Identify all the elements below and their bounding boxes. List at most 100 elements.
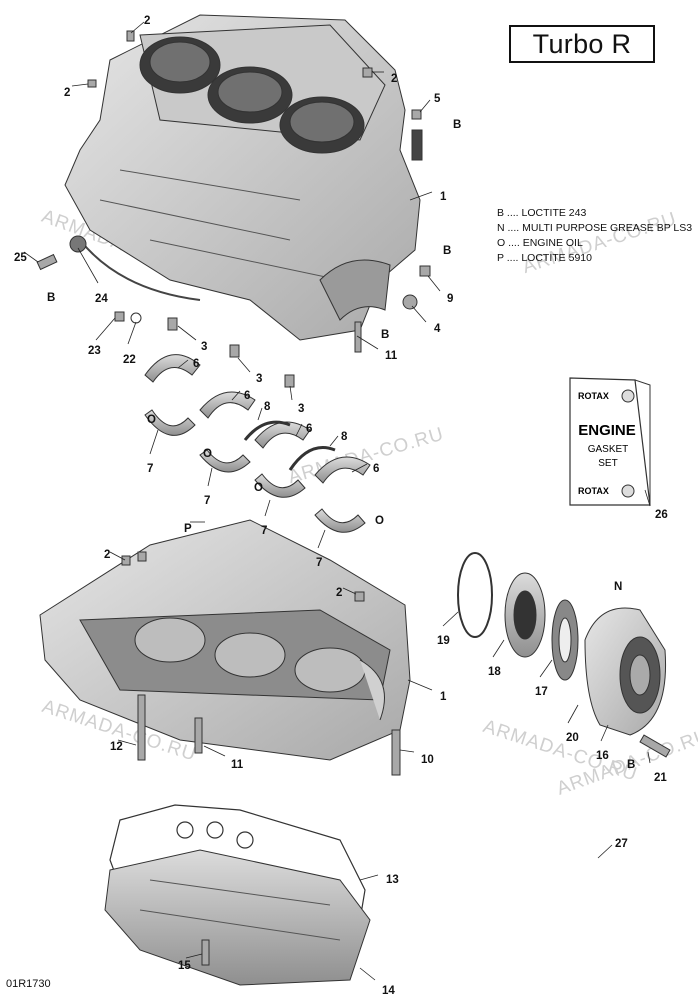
callout-label: 2	[64, 87, 70, 99]
legend: B .... LOCTITE 243 N .... MULTI PURPOSE …	[497, 206, 692, 266]
callout-label: 6	[306, 423, 312, 435]
callout-label: 7	[316, 557, 322, 569]
callout-leader-line	[356, 335, 379, 350]
model-title: Turbo R	[509, 25, 655, 63]
callout-label: B	[443, 245, 451, 257]
callout-leader-line	[237, 357, 251, 373]
callout-leader-line	[109, 551, 126, 561]
callout-leader-line	[95, 317, 116, 341]
callout-leader-line	[149, 429, 159, 455]
callout-leader-line	[264, 499, 271, 517]
callout-leader-line	[600, 724, 609, 742]
callout-label: 1	[440, 691, 447, 703]
callout-leader-line	[257, 407, 263, 421]
callout-label: 3	[298, 403, 304, 415]
gasket-line2: GASKET	[588, 444, 629, 455]
cylinder-block	[64, 14, 423, 341]
callout-label: 21	[654, 772, 667, 784]
thrust-washers	[243, 420, 336, 471]
callout-leader-line	[231, 390, 241, 401]
callout-leader-line	[23, 251, 39, 263]
callout-leader-line	[539, 659, 553, 678]
callout-label: 15	[178, 960, 191, 972]
diagram-code: 01R1730	[6, 978, 51, 990]
oil-pan	[104, 849, 371, 986]
callout-label: 12	[110, 741, 123, 753]
callout-leader-line	[644, 489, 651, 507]
gasket-brand-top: ROTAX	[578, 391, 609, 401]
callout-label: O	[254, 482, 263, 494]
callout-leader-line	[407, 679, 433, 691]
callout-label: 3	[256, 373, 262, 385]
callout-label: O	[375, 515, 384, 527]
rotax-logo-icon	[621, 484, 635, 498]
callout-label: N	[614, 581, 622, 593]
callout-leader-line	[207, 467, 213, 487]
callout-label: 4	[434, 323, 441, 335]
callout-label: 2	[104, 549, 110, 561]
callout-label: 7	[261, 525, 267, 537]
callout-label: 26	[655, 509, 668, 521]
callout-label: 20	[566, 732, 579, 744]
callout-label: B	[47, 292, 55, 304]
callout-leader-line	[359, 874, 379, 881]
callout-leader-line	[117, 739, 137, 746]
callout-label: 24	[95, 293, 108, 305]
callout-label: 18	[488, 666, 501, 678]
lower-crankcase	[39, 519, 411, 761]
callout-label: B	[453, 119, 461, 131]
callout-leader-line	[442, 611, 459, 627]
callout-label: 22	[123, 354, 136, 366]
callout-leader-line	[295, 423, 303, 437]
callout-label: 9	[447, 293, 453, 305]
callout-leader-line	[130, 21, 145, 34]
callout-label: P	[184, 523, 192, 535]
callout-leader-line	[289, 385, 293, 401]
callout-label: 17	[535, 686, 548, 698]
callout-label: 8	[264, 401, 271, 413]
callout-label: 2	[336, 587, 342, 599]
callout-label: 25	[14, 252, 27, 264]
callout-leader-line	[177, 325, 197, 341]
callout-leader-line	[77, 247, 99, 284]
callout-label: 5	[434, 93, 441, 105]
legend-item: O .... ENGINE OIL	[497, 237, 583, 249]
callout-leader-line	[492, 639, 505, 658]
callout-label: 6	[244, 390, 250, 402]
callout-label: 10	[421, 754, 434, 766]
callout-label: O	[203, 448, 212, 460]
callout-leader-line	[409, 191, 433, 201]
callout-label: 27	[615, 838, 628, 850]
callout-label: 11	[231, 759, 244, 771]
callout-label: O	[147, 414, 156, 426]
gasket-line1: ENGINE	[578, 422, 636, 439]
callout-leader-line	[597, 844, 613, 859]
callout-label: 13	[386, 874, 399, 886]
callout-label: 16	[596, 750, 609, 762]
callout-leader-line	[399, 749, 415, 753]
callout-leader-line	[185, 953, 203, 959]
rotax-logo-icon	[621, 389, 635, 403]
pto-housing	[457, 552, 667, 736]
callout-leader-line	[329, 435, 339, 447]
bolts	[36, 30, 671, 966]
callout-label: 6	[193, 358, 199, 370]
callout-leader-line	[317, 529, 326, 549]
gasket-set-card: ROTAX ENGINE GASKET SET ROTAX	[569, 377, 651, 506]
callout-label: 6	[373, 463, 379, 475]
legend-item: P .... LOCTITE 5910	[497, 252, 592, 264]
callout-label: 23	[88, 345, 101, 357]
callout-leader-line	[359, 967, 376, 981]
callout-label: 7	[204, 495, 210, 507]
callout-leaders	[23, 21, 651, 981]
callout-leader-line	[342, 587, 357, 595]
callout-leader-line	[71, 83, 89, 87]
callout-label: 1	[440, 191, 447, 203]
callout-label: 14	[382, 985, 395, 997]
gasket-line3: SET	[598, 458, 617, 469]
callout-label: B	[381, 329, 389, 341]
callout-label: B	[627, 759, 635, 771]
